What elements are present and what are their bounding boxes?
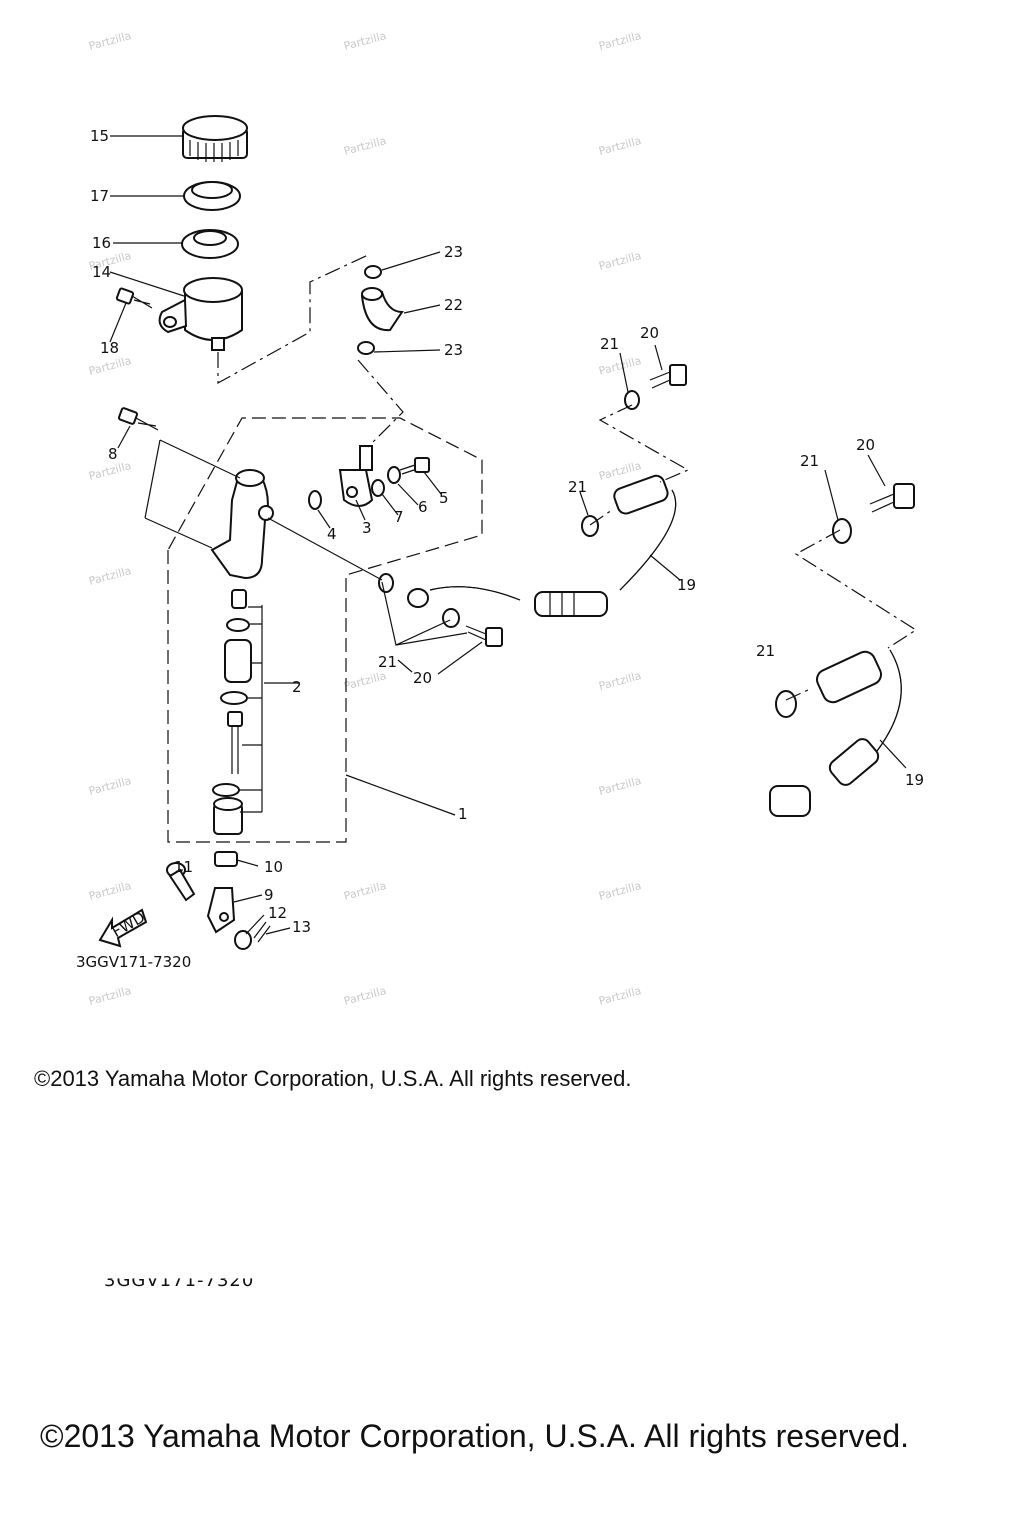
- washer-part: [387, 466, 401, 484]
- watermark-text: Partzilla: [342, 984, 387, 1008]
- assembly-outline: [167, 417, 483, 843]
- watermark-text: Partzilla: [342, 879, 387, 903]
- diaphragm-holder-part: [183, 181, 241, 211]
- callout-20: 20: [413, 669, 432, 687]
- callout-19: 19: [905, 771, 924, 789]
- clevis-pin-part: [166, 862, 196, 902]
- hose-clip-part: [357, 341, 375, 355]
- callout-21: 21: [568, 478, 587, 496]
- watermark-text: Partzilla: [342, 669, 387, 693]
- callout-labels: 15 17 16 14 18 23 22 23 8 3 4 7 6 5 2 1 …: [76, 127, 924, 971]
- union-bolt-part: [869, 483, 915, 513]
- callout-19: 19: [677, 576, 696, 594]
- piston-kit-part: [212, 589, 252, 835]
- callout-21: 21: [600, 335, 619, 353]
- watermark-text: Partzilla: [597, 459, 642, 483]
- callout-5: 5: [439, 489, 449, 507]
- callout-9: 9: [264, 886, 274, 904]
- watermark-text: Partzilla: [597, 774, 642, 798]
- copper-washer-part: [832, 518, 852, 544]
- callout-4: 4: [327, 525, 337, 543]
- callout-10: 10: [264, 858, 283, 876]
- cotter-pin-part: [253, 921, 271, 943]
- watermark-text: Partzilla: [597, 354, 642, 378]
- watermark-text: Partzilla: [597, 134, 642, 158]
- callout-8: 8: [108, 445, 118, 463]
- callout-21: 21: [800, 452, 819, 470]
- watermark-text: Partzilla: [87, 984, 132, 1008]
- diaphragm-part: [181, 229, 239, 259]
- union-bolt-part: [465, 625, 503, 647]
- callout-leaders: [109, 135, 907, 935]
- watermark-text: Partzilla: [342, 29, 387, 53]
- callout-1: 1: [458, 805, 468, 823]
- callout-22: 22: [444, 296, 463, 314]
- watermark-text: Partzilla: [597, 249, 642, 273]
- copper-washer-part: [442, 608, 460, 628]
- hose-joint-part: [338, 445, 374, 507]
- callout-7: 7: [394, 508, 404, 526]
- callout-21: 21: [756, 642, 775, 660]
- reservoir-cap-part: [182, 115, 248, 162]
- callout-23: 23: [444, 341, 463, 359]
- watermark-text: Partzilla: [87, 29, 132, 53]
- callout-6: 6: [418, 498, 428, 516]
- callout-15: 15: [90, 127, 109, 145]
- brake-hose-part: [407, 474, 677, 617]
- callout-12: 12: [268, 904, 287, 922]
- joint-screw-part: [399, 457, 430, 475]
- watermark-text: Partzilla: [597, 984, 642, 1008]
- callout-21: 21: [378, 653, 397, 671]
- reservoir-hose-part: [360, 287, 404, 332]
- union-bolt-part: [649, 364, 687, 389]
- watermark-text: Partzilla: [87, 774, 132, 798]
- watermark-text: Partzilla: [597, 669, 642, 693]
- mounting-bolt-part: [117, 407, 159, 431]
- callout-16: 16: [92, 234, 111, 252]
- drawing-code: 3GGV171-7320: [76, 953, 191, 971]
- locknut-part: [214, 851, 238, 867]
- plain-washer-part: [234, 930, 252, 950]
- watermark-text: Partzilla: [342, 134, 387, 158]
- callout-2: 2: [292, 678, 302, 696]
- clevis-part: [206, 887, 236, 934]
- copyright-notice-small: ©2013 Yamaha Motor Corporation, U.S.A. A…: [34, 1066, 632, 1091]
- watermark-text: Partzilla: [597, 29, 642, 53]
- callout-14: 14: [92, 263, 111, 281]
- master-cylinder-body-part: [210, 469, 274, 580]
- watermark-text: Partzilla: [87, 354, 132, 378]
- callout-20: 20: [856, 436, 875, 454]
- forward-arrow-icon: FWD: [98, 908, 148, 948]
- washer-part: [371, 479, 385, 497]
- callout-17: 17: [90, 187, 109, 205]
- callout-11: 11: [174, 858, 193, 876]
- copyright-notice-large: ©2013 Yamaha Motor Corporation, U.S.A. A…: [40, 1418, 910, 1454]
- reservoir-tank-part: [158, 277, 243, 351]
- callout-3: 3: [362, 519, 372, 537]
- copper-washer-part: [624, 390, 640, 410]
- copper-washer-part: [775, 690, 797, 718]
- leader-lines: [144, 254, 918, 813]
- callout-23: 23: [444, 243, 463, 261]
- watermark-text: Partzilla: [87, 564, 132, 588]
- brake-hose-alternate-part: [769, 649, 902, 817]
- hose-clip-part: [364, 265, 382, 279]
- watermark-text: Partzilla: [87, 879, 132, 903]
- copper-washer-part: [581, 515, 599, 537]
- watermark-text: Partzilla: [597, 879, 642, 903]
- reservoir-screw-part: [115, 287, 153, 309]
- callout-18: 18: [100, 339, 119, 357]
- callout-13: 13: [292, 918, 311, 936]
- callout-20: 20: [640, 324, 659, 342]
- copper-washer-part: [378, 573, 394, 593]
- drawing-code-partial: 3GGV171-7320: [104, 1270, 255, 1291]
- o-ring-part: [308, 490, 322, 510]
